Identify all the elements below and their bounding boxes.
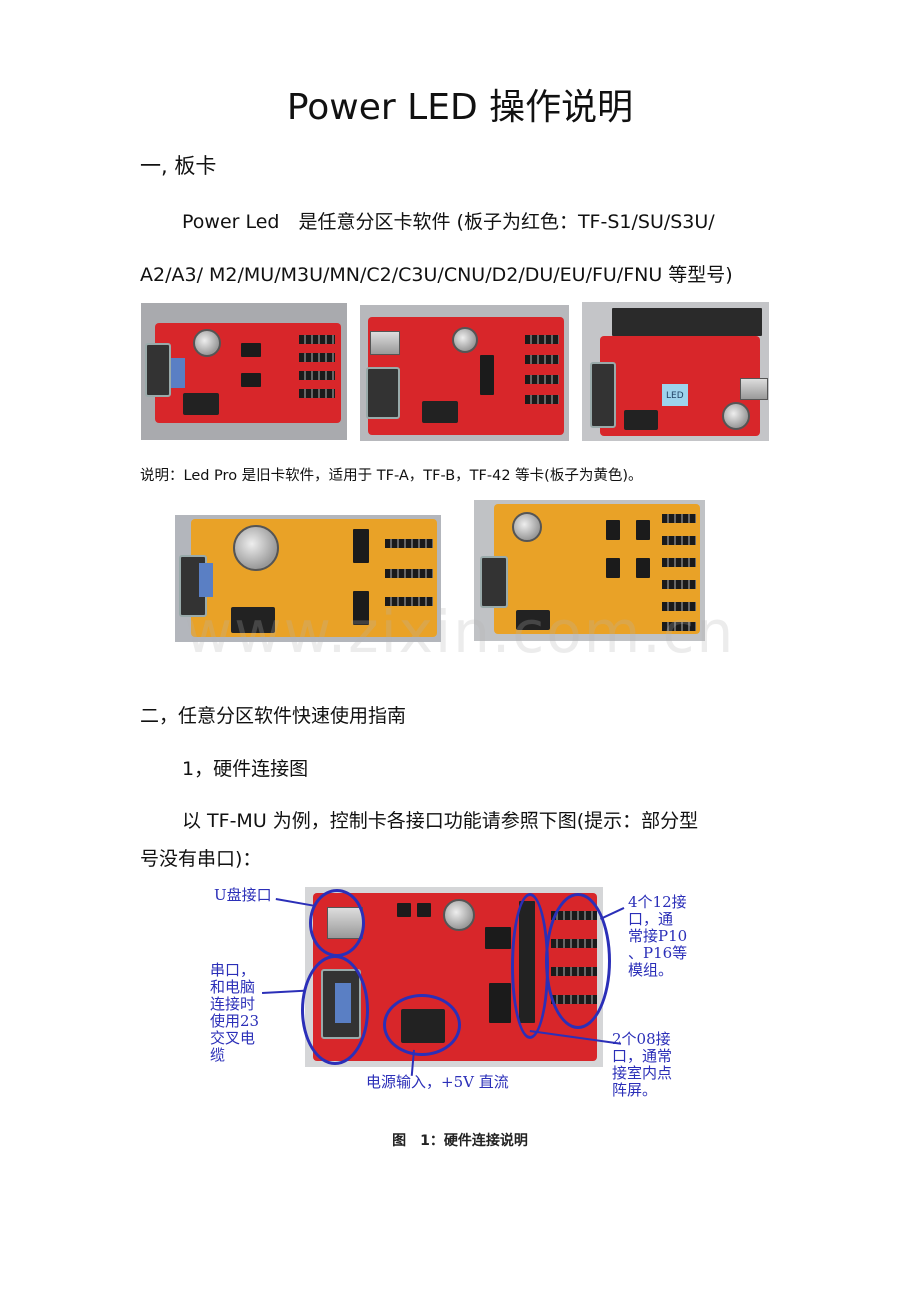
hub12-highlight-ring (545, 893, 611, 1029)
yellow-board-photo-1 (175, 515, 441, 642)
para-line-2: 号没有串口)： (140, 848, 262, 870)
red-board-photo-1 (141, 303, 347, 440)
watermark: www.zixin.com.cn (184, 598, 736, 666)
red-board-photo-3: LED (582, 302, 769, 441)
serial-pointer-line (262, 989, 305, 994)
figure-caption: 图 1：硬件连接说明 (392, 1133, 528, 1149)
hub08-label: 2个08接 口，通常 接室内点 阵屏。 (612, 1030, 673, 1099)
red-board-photo-2 (360, 305, 569, 441)
yellow-board-photo-2 (474, 500, 705, 641)
power-highlight-ring (383, 994, 461, 1056)
subheading-hardware: 1，硬件连接图 (182, 758, 309, 780)
para-line-1: 以 TF-MU 为例，控制卡各接口功能请参照下图(提示：部分型 (182, 810, 699, 832)
board-led-label: LED (666, 391, 684, 401)
section2-heading: 二，任意分区软件快速使用指南 (140, 705, 407, 727)
hub08-highlight-ring (511, 893, 549, 1039)
serial-highlight-ring (301, 955, 369, 1065)
power-label: 电源输入，+5V 直流 (366, 1073, 509, 1091)
intro-line-1: Power Led 是任意分区卡软件 (板子为红色：TF-S1/SU/S3U/ (182, 211, 715, 233)
serial-label: 串口， 和电脑 连接时 使用23 交叉电 缆 (210, 961, 260, 1064)
hub12-label: 4个12接 口，通 常接P10 、P16等 模组。 (628, 893, 688, 979)
usb-highlight-ring (309, 889, 365, 957)
intro-line-2: A2/A3/ M2/MU/M3U/MN/C2/C3U/CNU/D2/DU/EU/… (140, 264, 733, 286)
usb-label: U盘接口 (214, 886, 272, 904)
page-title: Power LED 操作说明 (286, 87, 634, 128)
hub12-pointer-line (600, 907, 625, 920)
section1-heading: 一, 板卡 (140, 154, 217, 178)
note-text: 说明：Led Pro 是旧卡软件，适用于 TF-A，TF-B，TF-42 等卡(… (140, 468, 643, 484)
